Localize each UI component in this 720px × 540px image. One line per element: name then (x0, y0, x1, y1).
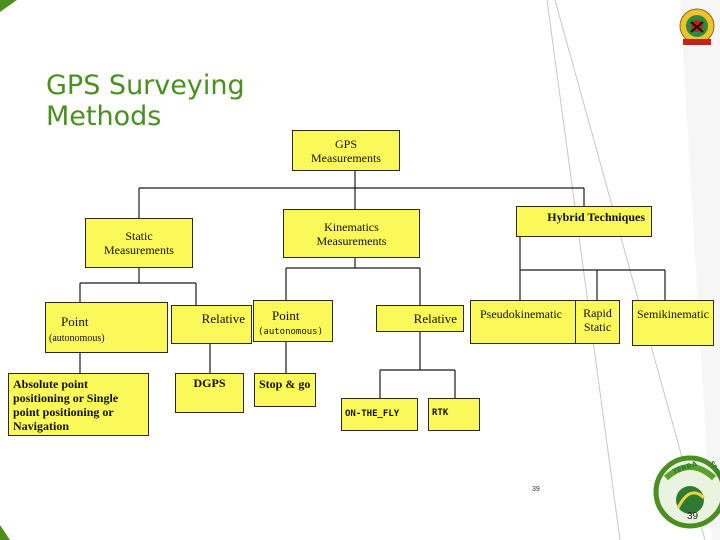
autonomous-label: (autonomous) (258, 327, 324, 337)
absolute-point-positioning-box: Absolute point positioning or Single poi… (8, 373, 149, 436)
pseudokinematic-box: Pseudokinematic (470, 300, 576, 344)
point-autonomous-kinematic-box: Point (autonomous) (253, 300, 333, 342)
page-number: 39 (687, 511, 699, 522)
point-label: Point (272, 308, 300, 323)
autonomous-label: (autonomous) (49, 333, 105, 344)
stop-and-go-box: Stop & go (254, 373, 316, 407)
slide-title: GPS Surveying Methods (46, 70, 245, 132)
on-the-fly-label: ON-THE_FLY (345, 409, 400, 419)
relative-kinematic-box: Relative (376, 305, 464, 332)
relative-static-box: Relative (171, 305, 252, 344)
kinematics-measurements-box: Kinematics Measurements (283, 209, 420, 258)
point-label: Point (61, 314, 89, 329)
dgps-box: DGPS (175, 373, 244, 413)
page-number-small: 39 (532, 486, 540, 493)
rtk-label: RTK (432, 408, 449, 418)
point-autonomous-static-box: Point (autonomous) (45, 302, 168, 353)
connector-lines (79, 171, 666, 398)
emblem-icon (679, 8, 715, 45)
static-measurements-box: Static Measurements (85, 218, 193, 268)
green-triangle-accent-lower (0, 525, 10, 540)
hybrid-techniques-box: Hybrid Techniques (516, 206, 652, 237)
on-the-fly-box: ON-THE_FLY (341, 398, 418, 431)
terra-segura-logo-icon (653, 455, 720, 529)
right-edge-band (680, 0, 720, 540)
semikinematic-box: Semikinematic (632, 300, 714, 346)
gps-measurements-box: GPS Measurements (292, 130, 400, 171)
green-triangle-accent (0, 0, 17, 12)
rtk-box: RTK (428, 398, 480, 431)
rapid-static-box: Rapid Static (575, 300, 620, 344)
